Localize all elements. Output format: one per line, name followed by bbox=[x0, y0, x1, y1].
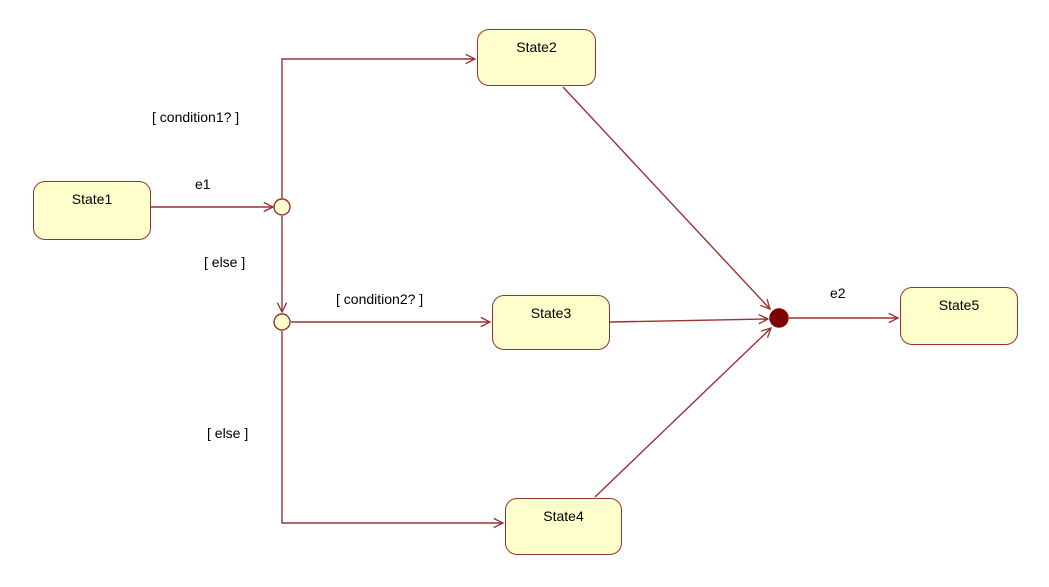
state-node-state4[interactable]: State4 bbox=[505, 498, 622, 555]
state-node-state5[interactable]: State5 bbox=[900, 287, 1018, 345]
merge-pseudostate-merge1[interactable] bbox=[769, 308, 789, 328]
state-label-state1: State1 bbox=[71, 191, 113, 207]
transition-choice1-to-state2[interactable] bbox=[281, 53, 477, 198]
transition-state2-to-merge[interactable] bbox=[562, 86, 771, 311]
transition-choice2-to-state4[interactable] bbox=[281, 331, 505, 529]
transition-label-choice1-to-choice2: [ else ] bbox=[204, 254, 246, 270]
state-label-state4: State4 bbox=[543, 508, 584, 524]
state-label-state2: State2 bbox=[516, 39, 557, 55]
state-label-state5: State5 bbox=[938, 297, 980, 313]
transition-state3-to-merge[interactable] bbox=[609, 313, 770, 325]
state-label-state3: State3 bbox=[530, 305, 572, 321]
junction-pseudostate-choice1[interactable] bbox=[273, 198, 291, 216]
state-node-state3[interactable]: State3 bbox=[492, 295, 610, 350]
transition-state4-to-merge[interactable] bbox=[594, 326, 773, 498]
transition-label-choice1-to-state2: [ condition1? ] bbox=[152, 109, 240, 125]
transition-label-choice2-to-state3: [ condition2? ] bbox=[336, 291, 424, 307]
transition-label-state1-to-choice1: e1 bbox=[195, 176, 211, 192]
transition-label-choice2-to-state4: [ else ] bbox=[207, 425, 249, 441]
state-node-state1[interactable]: State1 bbox=[33, 181, 151, 240]
junction-pseudostate-choice2[interactable] bbox=[273, 313, 291, 331]
transition-label-merge-to-state5: e2 bbox=[830, 285, 846, 301]
state-node-state2[interactable]: State2 bbox=[477, 29, 596, 86]
